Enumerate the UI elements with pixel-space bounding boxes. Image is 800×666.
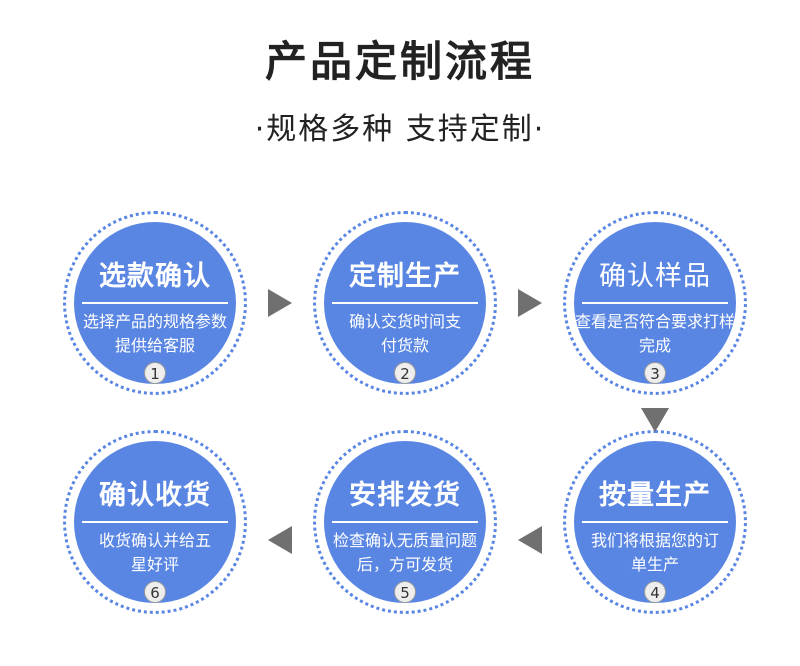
step-6: 确认收货收货确认并给五星好评 6 bbox=[63, 430, 247, 614]
step-number: 5 bbox=[394, 581, 416, 603]
step-number: 2 bbox=[394, 362, 416, 384]
step-title: 安排发货 bbox=[349, 480, 461, 511]
step-number: 4 bbox=[644, 581, 666, 603]
arrow-down-icon bbox=[641, 408, 669, 432]
step-number: 1 bbox=[144, 362, 166, 384]
step-desc: 检查确认无质量问题后，方可发货 bbox=[332, 531, 477, 574]
step-title: 确认收货 bbox=[99, 480, 211, 511]
step-2: 定制生产确认交货时间支付货款 2 bbox=[313, 211, 497, 395]
page-subtitle: ·规格多种 支持定制· bbox=[254, 112, 546, 147]
step-5: 安排发货检查确认无质量问题后，方可发货 5 bbox=[313, 430, 497, 614]
step-number: 3 bbox=[644, 362, 666, 384]
step-number: 6 bbox=[144, 581, 166, 603]
step-desc: 收货确认并给五星好评 bbox=[98, 531, 211, 574]
step-title: 按量生产 bbox=[599, 480, 711, 511]
arrow-right-icon bbox=[518, 289, 542, 317]
arrow-right-icon bbox=[268, 289, 292, 317]
step-desc: 确认交货时间支付货款 bbox=[348, 312, 461, 355]
arrow-left-icon bbox=[518, 526, 542, 554]
step-desc: 查看是否符合要求打样完成 bbox=[574, 312, 735, 355]
step-4: 按量生产我们将根据您的订单生产 4 bbox=[563, 430, 747, 614]
step-3: 确认样品查看是否符合要求打样完成 3 bbox=[563, 211, 747, 395]
step-title: 确认样品 bbox=[599, 261, 711, 292]
step-title: 选款确认 bbox=[99, 261, 211, 292]
step-title: 定制生产 bbox=[349, 261, 461, 292]
arrow-left-icon bbox=[268, 526, 292, 554]
step-1: 选款确认选择产品的规格参数提供给客服 1 bbox=[63, 211, 247, 395]
step-desc: 选择产品的规格参数提供给客服 bbox=[82, 312, 227, 355]
page-title: 产品定制流程 bbox=[264, 37, 535, 86]
step-desc: 我们将根据您的订单生产 bbox=[590, 531, 719, 574]
